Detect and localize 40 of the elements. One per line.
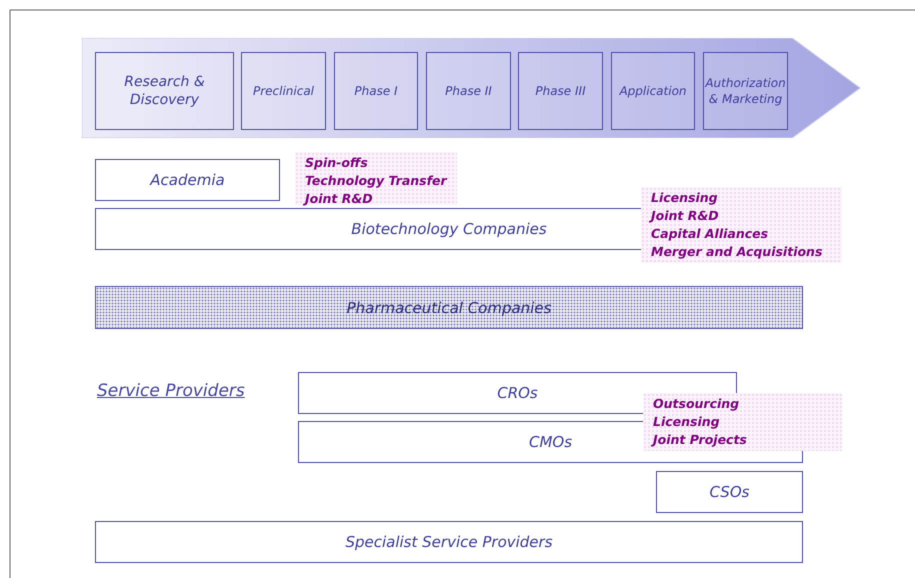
stage-box bbox=[656, 471, 803, 513]
process-arrow bbox=[82, 38, 862, 138]
note-tooltip bbox=[643, 393, 842, 451]
stage-box bbox=[703, 52, 788, 130]
stage-label: CSOs bbox=[710, 483, 750, 501]
stage-label: Phase I bbox=[354, 83, 398, 99]
stage-label: Biotechnology Companies bbox=[351, 220, 547, 238]
stage-box bbox=[95, 52, 234, 130]
stage-box bbox=[95, 286, 803, 329]
stage-label: Research & Discovery bbox=[123, 73, 206, 109]
stage-label: Preclinical bbox=[252, 83, 314, 99]
relation-text: Licensing bbox=[651, 189, 719, 207]
note-tooltip bbox=[295, 152, 457, 205]
stage-box bbox=[95, 521, 803, 563]
stage-label: CMOs bbox=[528, 433, 572, 451]
stage-box bbox=[426, 52, 511, 130]
relation-text: Spin-offs bbox=[305, 154, 369, 172]
relation-text: Capital Alliances bbox=[651, 225, 770, 243]
stage-box bbox=[95, 159, 280, 201]
relation-text: Technology Transfer bbox=[305, 172, 448, 190]
relation-text: Outsourcing bbox=[653, 395, 740, 413]
stage-box bbox=[518, 52, 603, 130]
stage-box bbox=[611, 52, 695, 130]
stage-box bbox=[241, 52, 326, 130]
stage-box bbox=[334, 52, 418, 130]
stage-label: Specialist Service Providers bbox=[345, 533, 553, 551]
relation-text: Joint R&D bbox=[651, 207, 720, 225]
stage-label: Phase III bbox=[535, 83, 586, 99]
stage-label: Authorization & Marketing bbox=[704, 75, 787, 107]
relation-text: Joint R&D bbox=[305, 190, 374, 208]
relation-text: Merger and Acquisitions bbox=[651, 243, 824, 261]
stage-label: Pharmaceutical Companies bbox=[346, 298, 552, 316]
note-tooltip bbox=[641, 187, 842, 263]
section-heading: Service Providers bbox=[97, 381, 245, 401]
stage-label: CROs bbox=[497, 384, 538, 402]
stage-label: Phase II bbox=[445, 83, 492, 99]
relation-text: Joint Projects bbox=[653, 431, 748, 449]
stage-label: Academia bbox=[150, 171, 225, 189]
stage-label: Application bbox=[619, 83, 687, 99]
relation-text: Licensing bbox=[653, 413, 721, 431]
